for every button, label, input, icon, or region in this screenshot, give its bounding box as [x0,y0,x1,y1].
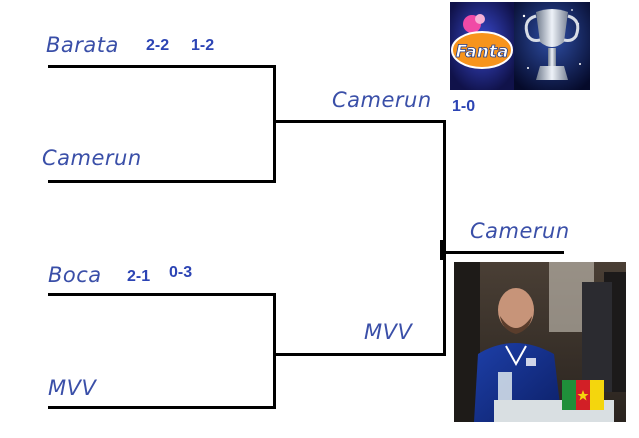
bracket-line-winner-stub [440,240,443,260]
bracket-connector-final [443,120,446,356]
score-boca-leg1: 2-1 [127,268,151,285]
team-barata: Barata [46,33,119,57]
bracket-line-winner [446,251,564,254]
score-boca-leg2: 0-3 [169,264,193,281]
fanta-logo-text: Fanta [456,42,509,62]
score-semifinal: 1-0 [452,98,476,115]
bracket-line-camerun-r1 [48,180,276,183]
team-camerun-r1: Camerun [42,146,142,170]
team-mvv-semifinal: MVV [364,320,413,344]
bracket-line-mvv-r1 [48,406,276,409]
player-photo [454,262,626,422]
bracket-line-barata [48,65,276,68]
bracket-line-semifinal-bottom [276,353,446,356]
bracket-connector-bottom [273,293,276,409]
score-barata-leg1: 2-2 [146,37,170,54]
cameroon-flag [562,380,604,410]
team-winner: Camerun [470,219,570,243]
team-camerun-semifinal: Camerun [332,88,432,112]
bracket-connector-top [273,65,276,183]
fanta-logo: Fanta [450,2,514,90]
team-boca: Boca [48,263,102,287]
bracket-line-semifinal-top [276,120,446,123]
score-barata-leg2: 1-2 [191,37,215,54]
team-mvv-r1: MVV [48,376,97,400]
trophy-icon [514,2,590,90]
trophy-image [514,2,590,90]
bracket-line-boca [48,293,276,296]
